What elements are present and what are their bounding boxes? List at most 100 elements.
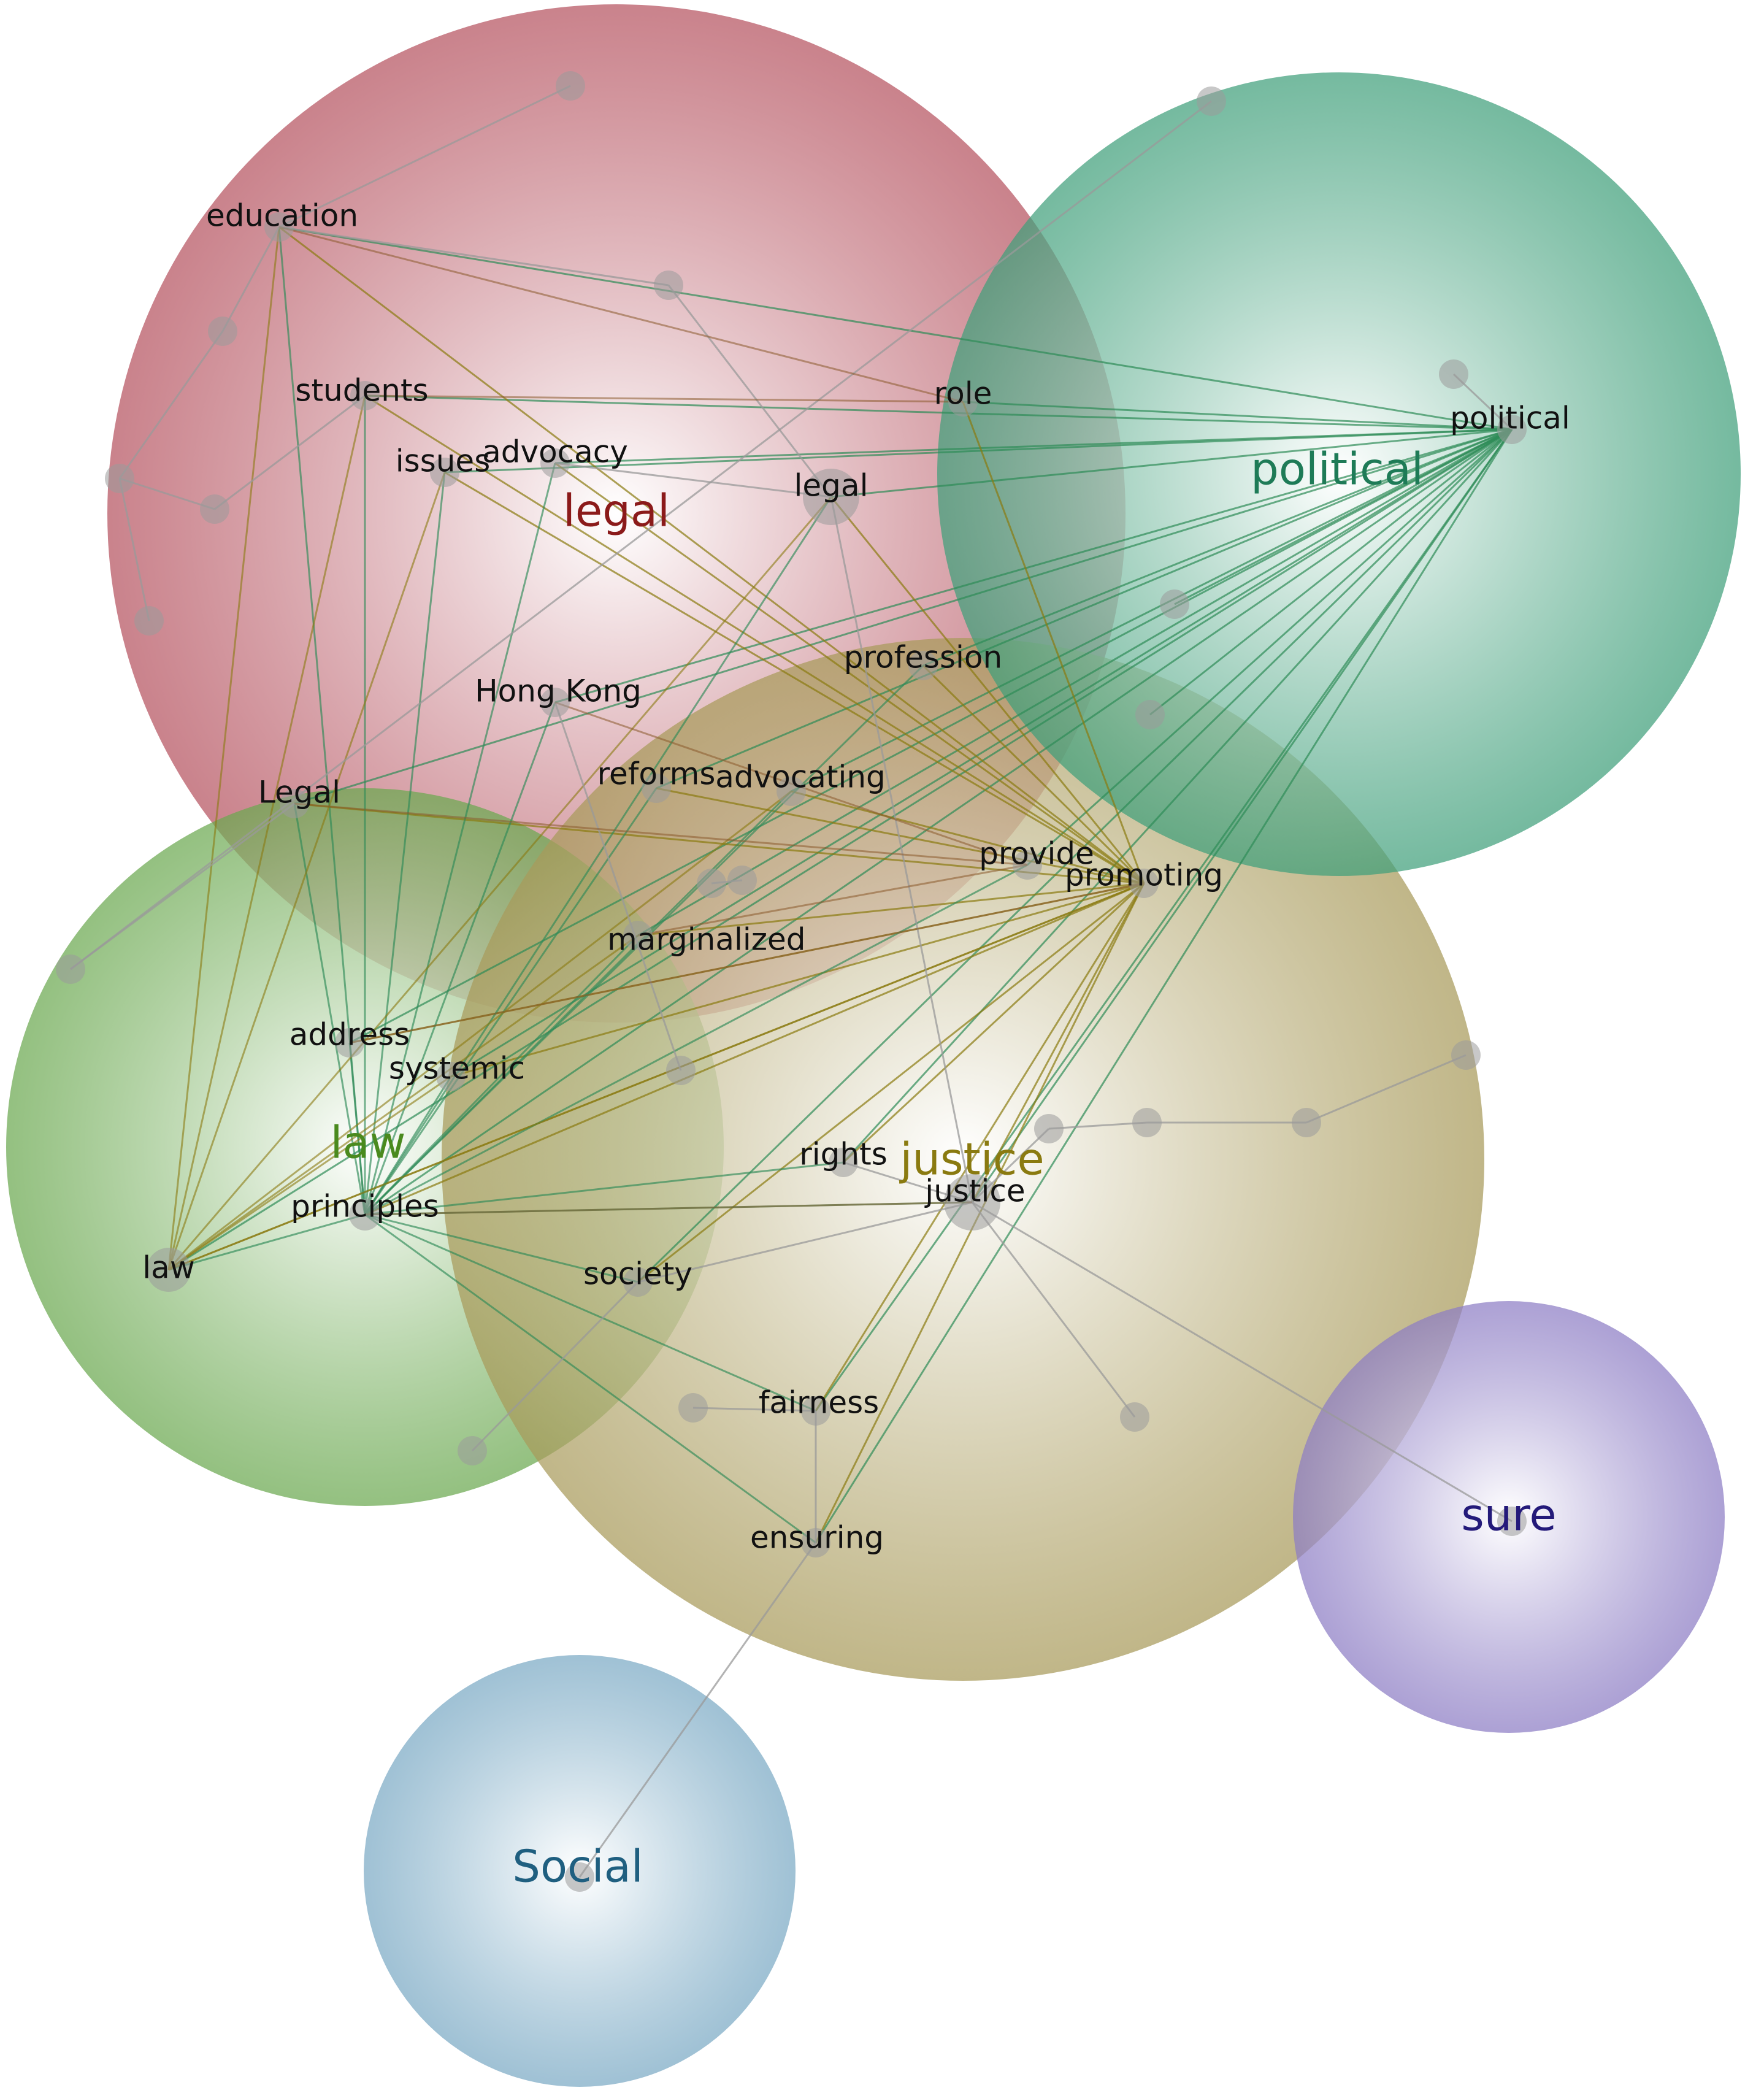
node-society bbox=[623, 1267, 653, 1297]
node-u14 bbox=[666, 1056, 696, 1085]
edge-Legal-u11 bbox=[70, 802, 295, 970]
edge-principles-political_node bbox=[364, 428, 1513, 1216]
edge-fairness-u19 bbox=[692, 1407, 816, 1412]
edge-education-u3 bbox=[278, 226, 669, 286]
edge-provide-political_node bbox=[1026, 428, 1513, 866]
edge-rights-political_node bbox=[842, 428, 1513, 1164]
node-label-advocating: advocating bbox=[715, 759, 886, 795]
edge-role-political_node bbox=[962, 401, 1513, 431]
edge-systemic-principles bbox=[364, 1076, 452, 1215]
node-u20 bbox=[1120, 1402, 1149, 1432]
node-label-advocacy: advocacy bbox=[482, 434, 628, 470]
cluster-label-law: law bbox=[330, 1117, 405, 1169]
edge-ensuring-political_node bbox=[815, 429, 1513, 1543]
edge-profession-political_node bbox=[922, 428, 1513, 667]
edge-u10-political_node bbox=[1149, 428, 1513, 716]
node-label-profession: profession bbox=[844, 640, 1002, 675]
node-principles bbox=[349, 1199, 381, 1231]
node-label-Legal: Legal bbox=[258, 775, 340, 810]
node-label-students: students bbox=[295, 373, 428, 409]
edge-advocating-principles bbox=[364, 790, 792, 1216]
node-u6 bbox=[200, 494, 229, 524]
edge-society-principles bbox=[364, 1213, 638, 1283]
node-u12 bbox=[697, 869, 726, 898]
node-reforms bbox=[642, 774, 671, 803]
node-label-address: address bbox=[290, 1017, 410, 1053]
cluster-label-legal: legal bbox=[563, 485, 670, 537]
edge-advocacy-political_node bbox=[554, 428, 1513, 464]
node-advocating bbox=[777, 777, 806, 806]
node-education bbox=[264, 212, 294, 242]
edge-u5-u7 bbox=[118, 478, 150, 621]
node-marginalized bbox=[623, 921, 653, 950]
edge-education-promoting bbox=[278, 226, 1145, 885]
edge-role-promoting bbox=[962, 401, 1145, 884]
node-label-ensuring: ensuring bbox=[750, 1520, 884, 1556]
edge-students-role bbox=[364, 394, 964, 403]
node-u18 bbox=[1034, 1114, 1064, 1143]
node-label-education: education bbox=[206, 198, 358, 234]
node-u15 bbox=[1451, 1040, 1481, 1070]
node-label-promoting: promoting bbox=[1065, 858, 1223, 893]
node-u22 bbox=[1497, 1507, 1527, 1536]
node-legal-node bbox=[803, 469, 859, 525]
edge-legal_node-principles bbox=[364, 496, 832, 1215]
edge-principles-promoting bbox=[364, 882, 1145, 1216]
edge-advocating-political_node bbox=[791, 428, 1513, 793]
edge-u1-education bbox=[278, 85, 571, 228]
edge-justice_node-promoting bbox=[971, 883, 1145, 1203]
node-label-fairness: fairness bbox=[759, 1385, 879, 1421]
edge-Legal-political_node bbox=[294, 428, 1513, 805]
cluster-label-political: political bbox=[1251, 444, 1424, 495]
edge-justice_node-society bbox=[637, 1201, 973, 1283]
node-label-rights: rights bbox=[799, 1137, 888, 1172]
edge-u16-u15 bbox=[1306, 1054, 1467, 1124]
node-u21 bbox=[458, 1436, 487, 1465]
node-label-marginalized: marginalized bbox=[607, 922, 806, 958]
node-students bbox=[350, 381, 380, 410]
node-label-justice-node: justice bbox=[924, 1173, 1025, 1209]
edge-Legal-provide bbox=[294, 802, 1028, 866]
node-label-society: society bbox=[583, 1256, 692, 1292]
node-promoting bbox=[1129, 869, 1159, 898]
node-u19 bbox=[678, 1393, 708, 1423]
node-label-hongkong: Hong Kong bbox=[475, 674, 642, 709]
edge-u5-u6 bbox=[119, 477, 215, 510]
edge-address-promoting bbox=[349, 882, 1145, 1044]
node-u9 bbox=[1160, 589, 1189, 619]
edge-issues-law_node bbox=[167, 472, 446, 1270]
node-political-node bbox=[1497, 415, 1527, 444]
edge-rights-promoting bbox=[842, 882, 1145, 1164]
edge-principles-justice_node bbox=[364, 1201, 973, 1216]
edge-hongkong-principles bbox=[364, 702, 556, 1215]
edge-justice_node-u22 bbox=[972, 1201, 1513, 1523]
edge-profession-promoting bbox=[922, 664, 1145, 885]
edge-advocacy-principles bbox=[364, 463, 556, 1215]
node-u10 bbox=[1135, 700, 1165, 729]
edge-advocating-promoting bbox=[791, 790, 1145, 885]
node-provide bbox=[1013, 850, 1042, 880]
edge-society-political_node bbox=[637, 428, 1513, 1283]
edge-society-promoting bbox=[637, 882, 1145, 1283]
node-rights bbox=[829, 1148, 858, 1177]
node-profession bbox=[908, 651, 938, 680]
edge-justice_node-u20 bbox=[971, 1202, 1136, 1418]
node-u17 bbox=[1132, 1108, 1162, 1137]
edge-u2-u11 bbox=[70, 100, 1212, 970]
node-address bbox=[335, 1028, 364, 1058]
edge-reforms-political_node bbox=[656, 428, 1513, 789]
node-ensuring bbox=[801, 1528, 830, 1557]
edge-legal_node-justice_node bbox=[830, 496, 973, 1203]
edge-advocacy-promoting bbox=[554, 462, 1145, 885]
edge-hongkong-u14 bbox=[554, 702, 682, 1071]
edge-marginalized-principles bbox=[364, 934, 639, 1216]
cluster-label-justice: justice bbox=[899, 1134, 1044, 1185]
edge-legal_node-political_node bbox=[830, 428, 1513, 498]
node-label-political-node: political bbox=[1450, 401, 1570, 436]
node-label-systemic: systemic bbox=[389, 1051, 525, 1086]
edge-u18-u17 bbox=[1048, 1121, 1148, 1130]
edge-education-political_node bbox=[278, 226, 1513, 431]
edge-students-law_node bbox=[167, 395, 366, 1270]
edge-u4-u5 bbox=[118, 331, 224, 479]
